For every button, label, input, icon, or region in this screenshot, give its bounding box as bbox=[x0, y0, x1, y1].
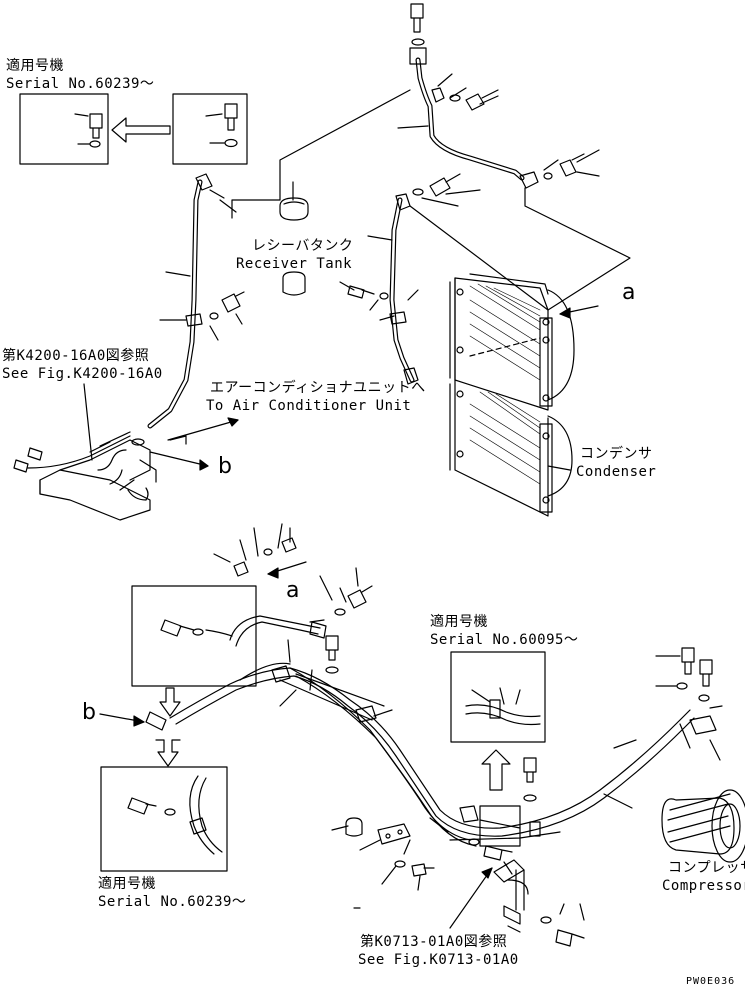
detail-box-current-top bbox=[172, 93, 248, 165]
drawing-code: PW0E036 bbox=[686, 976, 736, 987]
condenser bbox=[449, 273, 575, 517]
receiver-leader-1 bbox=[231, 89, 411, 219]
serial-top-left: Serial No.60239～ bbox=[6, 76, 155, 92]
serial-top-left-jp: 適用号機 bbox=[6, 58, 64, 74]
receiver-tank bbox=[279, 197, 309, 296]
leader-k0713 bbox=[449, 867, 493, 929]
arrow-to-ac-unit bbox=[167, 419, 239, 441]
detail-box-serial-60095 bbox=[450, 651, 546, 743]
receiver-tank-label-jp: レシーバタンク bbox=[252, 238, 354, 254]
see-fig-k4200: See Fig.K4200-16A0 bbox=[2, 366, 163, 382]
callout-b-mid: b bbox=[82, 700, 97, 725]
callout-a-mid: a bbox=[286, 578, 300, 603]
top-bolt-and-washer bbox=[410, 3, 425, 46]
air-conditioner-unit bbox=[13, 431, 157, 521]
callout-a-top: a bbox=[622, 280, 636, 305]
compressor-label-jp: コンプレッサ bbox=[668, 860, 745, 876]
compressor bbox=[661, 715, 745, 863]
condenser-leader bbox=[524, 187, 631, 311]
see-fig-k0713-jp: 第K0713-01A0図参照 bbox=[360, 934, 508, 950]
arrow-down-detail bbox=[155, 687, 181, 767]
receiver-tank-label: Receiver Tank bbox=[236, 256, 353, 272]
ac-unit-label-jp: エアーコンディショナユニットへ bbox=[210, 380, 426, 396]
condenser-label-jp: コンデンサ bbox=[580, 446, 653, 462]
detail-box-serial-60239-top bbox=[19, 93, 109, 165]
detail-box-mid-left bbox=[131, 585, 257, 687]
see-fig-k4200-jp: 第K4200-16A0図参照 bbox=[2, 348, 150, 364]
ac-unit-label: To Air Conditioner Unit bbox=[206, 398, 412, 414]
arrow-up-detail bbox=[481, 749, 511, 791]
callout-b-top: b bbox=[218, 454, 233, 479]
arrow-b-top bbox=[149, 451, 209, 467]
serial-mid: Serial No.60095～ bbox=[430, 632, 579, 648]
left-hose bbox=[147, 179, 203, 429]
serial-bottom-jp: 適用号機 bbox=[98, 876, 156, 892]
serial-bottom: Serial No.60239～ bbox=[98, 894, 247, 910]
detail-arrow-left bbox=[111, 117, 171, 143]
condenser-label: Condenser bbox=[576, 464, 657, 480]
top-hose bbox=[415, 57, 525, 181]
see-fig-k0713: See Fig.K0713-01A0 bbox=[358, 952, 519, 968]
detail-box-serial-60239-bottom bbox=[100, 766, 228, 872]
bottom-hose-run bbox=[169, 615, 695, 847]
serial-mid-jp: 適用号機 bbox=[430, 614, 488, 630]
compressor-label: Compressor bbox=[662, 878, 745, 894]
